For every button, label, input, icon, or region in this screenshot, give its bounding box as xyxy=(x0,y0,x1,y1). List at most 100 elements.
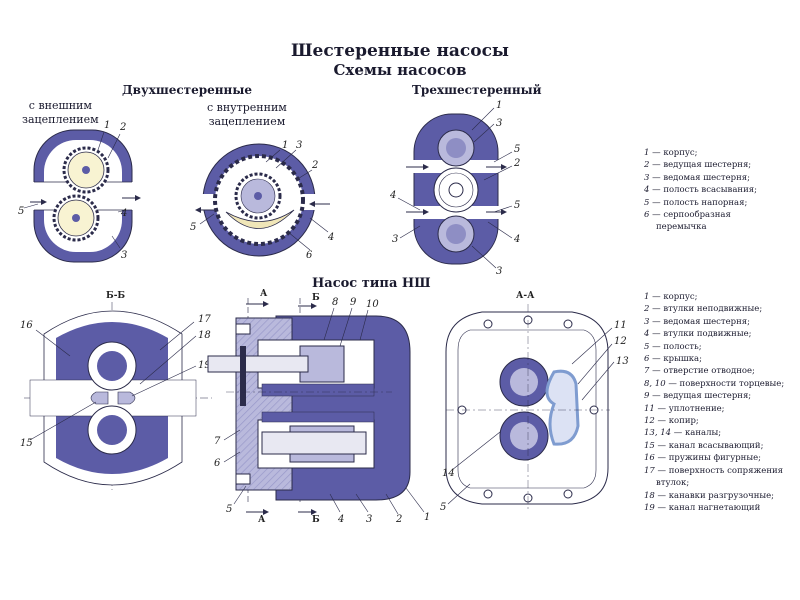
legend-number: 3 xyxy=(644,316,650,327)
legend-bottom-item: 11 — уплотнение; xyxy=(644,403,784,415)
legend-text: перемычка xyxy=(656,222,707,233)
center-section-view: А Б А Б 8 9 10 7 6 xyxy=(207,289,430,525)
legend-text: втулок; xyxy=(656,478,690,489)
legend-number: 2 xyxy=(644,160,650,171)
label: 3 xyxy=(296,140,302,151)
legend-bottom-item: 4 — втулки подвижные; xyxy=(644,328,784,340)
label: Б xyxy=(312,515,320,525)
label: 13 xyxy=(616,356,629,367)
legend-number: 19 xyxy=(644,502,655,513)
legend-number: 3 xyxy=(644,172,650,183)
section-nsh: Насос типа НШ xyxy=(312,276,431,291)
legend-top-item: 3 — ведомая шестерня; xyxy=(644,172,757,184)
three-gear-pump: 1 3 5 2 4 5 3 4 3 xyxy=(389,100,520,277)
legend-text: — копир; xyxy=(654,416,699,427)
label: А-А xyxy=(516,291,535,301)
legend-number: 15 xyxy=(644,440,655,451)
legend-text: — пружины фигурные; xyxy=(654,453,761,464)
legend-number: 1 xyxy=(644,148,650,158)
legend-number: 5 xyxy=(644,197,650,208)
internal-gear-pump: 1 3 2 5 4 6 xyxy=(190,140,334,261)
label: 2 xyxy=(311,160,318,171)
gear-upper xyxy=(62,146,110,194)
label: 4 xyxy=(120,208,127,219)
legend-number: 16 xyxy=(644,453,655,464)
label: 12 xyxy=(614,336,627,347)
legend-number: 7 xyxy=(644,366,650,377)
label: 4 xyxy=(513,234,520,245)
section-two-gear: Двухшестеренные xyxy=(122,83,253,97)
legend-text: — корпус; xyxy=(649,148,698,158)
legend-top-item: 5 — полость напорная; xyxy=(644,197,757,209)
label: 5 xyxy=(226,504,232,515)
section-aa-view: А-А 11 12 13 14 5 xyxy=(440,291,629,513)
label: Б xyxy=(312,293,320,303)
label: 19 xyxy=(198,360,211,371)
legend-top: 1 — корпус;2 — ведущая шестерня;3 — ведо… xyxy=(644,147,757,234)
legend-number: 13, 14 xyxy=(644,428,672,439)
label: 8 xyxy=(332,297,338,308)
label: 1 xyxy=(282,140,288,151)
label: 7 xyxy=(214,436,221,447)
label: 5 xyxy=(514,144,520,155)
legend-top-item: 2 — ведущая шестерня; xyxy=(644,159,757,171)
legend-text: — ведомая шестерня; xyxy=(649,316,750,327)
legend-bottom-item: 16 — пружины фигурные; xyxy=(644,452,784,464)
label: 6 xyxy=(214,458,221,469)
legend-text: — ведомая шестерня; xyxy=(649,172,750,183)
label: 16 xyxy=(20,320,33,331)
legend-bottom-item: 8, 10 — поверхности торцевые; xyxy=(644,378,784,390)
legend-bottom-item: 19 — канал нагнетающий xyxy=(644,502,784,514)
legend-text: — крышка; xyxy=(649,354,702,365)
legend-top-item: 6 — серпообразная xyxy=(644,209,757,221)
label: 10 xyxy=(366,299,379,310)
label: 18 xyxy=(198,330,211,341)
legend-number: 1 xyxy=(644,292,650,302)
page-subtitle: Схемы насосов xyxy=(333,61,467,79)
legend-text: — корпус; xyxy=(649,292,698,302)
legend-number: 12 xyxy=(644,416,655,427)
legend-bottom-item: 9 — ведущая шестерня; xyxy=(644,390,784,402)
legend-text: — канал всасывающий; xyxy=(654,440,764,451)
label: 6 xyxy=(306,250,313,261)
legend-text: — ведущая шестерня; xyxy=(649,391,752,402)
label: 4 xyxy=(389,190,396,201)
legend-top-item: перемычка xyxy=(644,221,757,233)
legend-number: 5 xyxy=(644,341,650,352)
legend-number: 4 xyxy=(644,329,650,340)
label: 5 xyxy=(18,206,24,217)
legend-number: 9 xyxy=(644,391,650,402)
legend-text: — канавки разгрузочные; xyxy=(654,490,775,501)
label: 1 xyxy=(424,512,430,523)
gear-lower xyxy=(52,194,100,242)
legend-text: — втулки подвижные; xyxy=(649,329,752,340)
legend-bottom-item: 5 — полость; xyxy=(644,341,784,353)
legend-number: 6 xyxy=(644,210,650,221)
label: 1 xyxy=(496,100,502,111)
label: 3 xyxy=(392,234,398,245)
legend-bottom-item: 12 — копир; xyxy=(644,415,784,427)
legend-bottom-item: втулок; xyxy=(644,477,784,489)
label: 5 xyxy=(440,502,446,513)
label: А xyxy=(260,289,268,299)
page-title: Шестеренные насосы xyxy=(291,41,509,61)
legend-text: — полость; xyxy=(649,341,702,352)
legend-text: — ведущая шестерня; xyxy=(649,160,752,171)
legend-text: — серпообразная xyxy=(649,210,731,221)
legend-top-item: 4 — полость всасывания; xyxy=(644,184,757,196)
legend-text: — поверхность сопряжения xyxy=(654,465,784,476)
label: 15 xyxy=(20,438,33,449)
legend-bottom-item: 18 — канавки разгрузочные; xyxy=(644,490,784,502)
legend-number: 17 xyxy=(644,465,655,476)
legend-bottom-item: 3 — ведомая шестерня; xyxy=(644,316,784,328)
label: 2 xyxy=(395,514,402,525)
legend-text: — каналы; xyxy=(671,428,722,439)
legend-bottom-item: 2 — втулки неподвижные; xyxy=(644,303,784,315)
label: 4 xyxy=(337,514,344,525)
legend-bottom-item: 17 — поверхность сопряжения xyxy=(644,465,784,477)
label: 5 xyxy=(514,200,520,211)
legend-text: — полость всасывания; xyxy=(649,185,757,196)
